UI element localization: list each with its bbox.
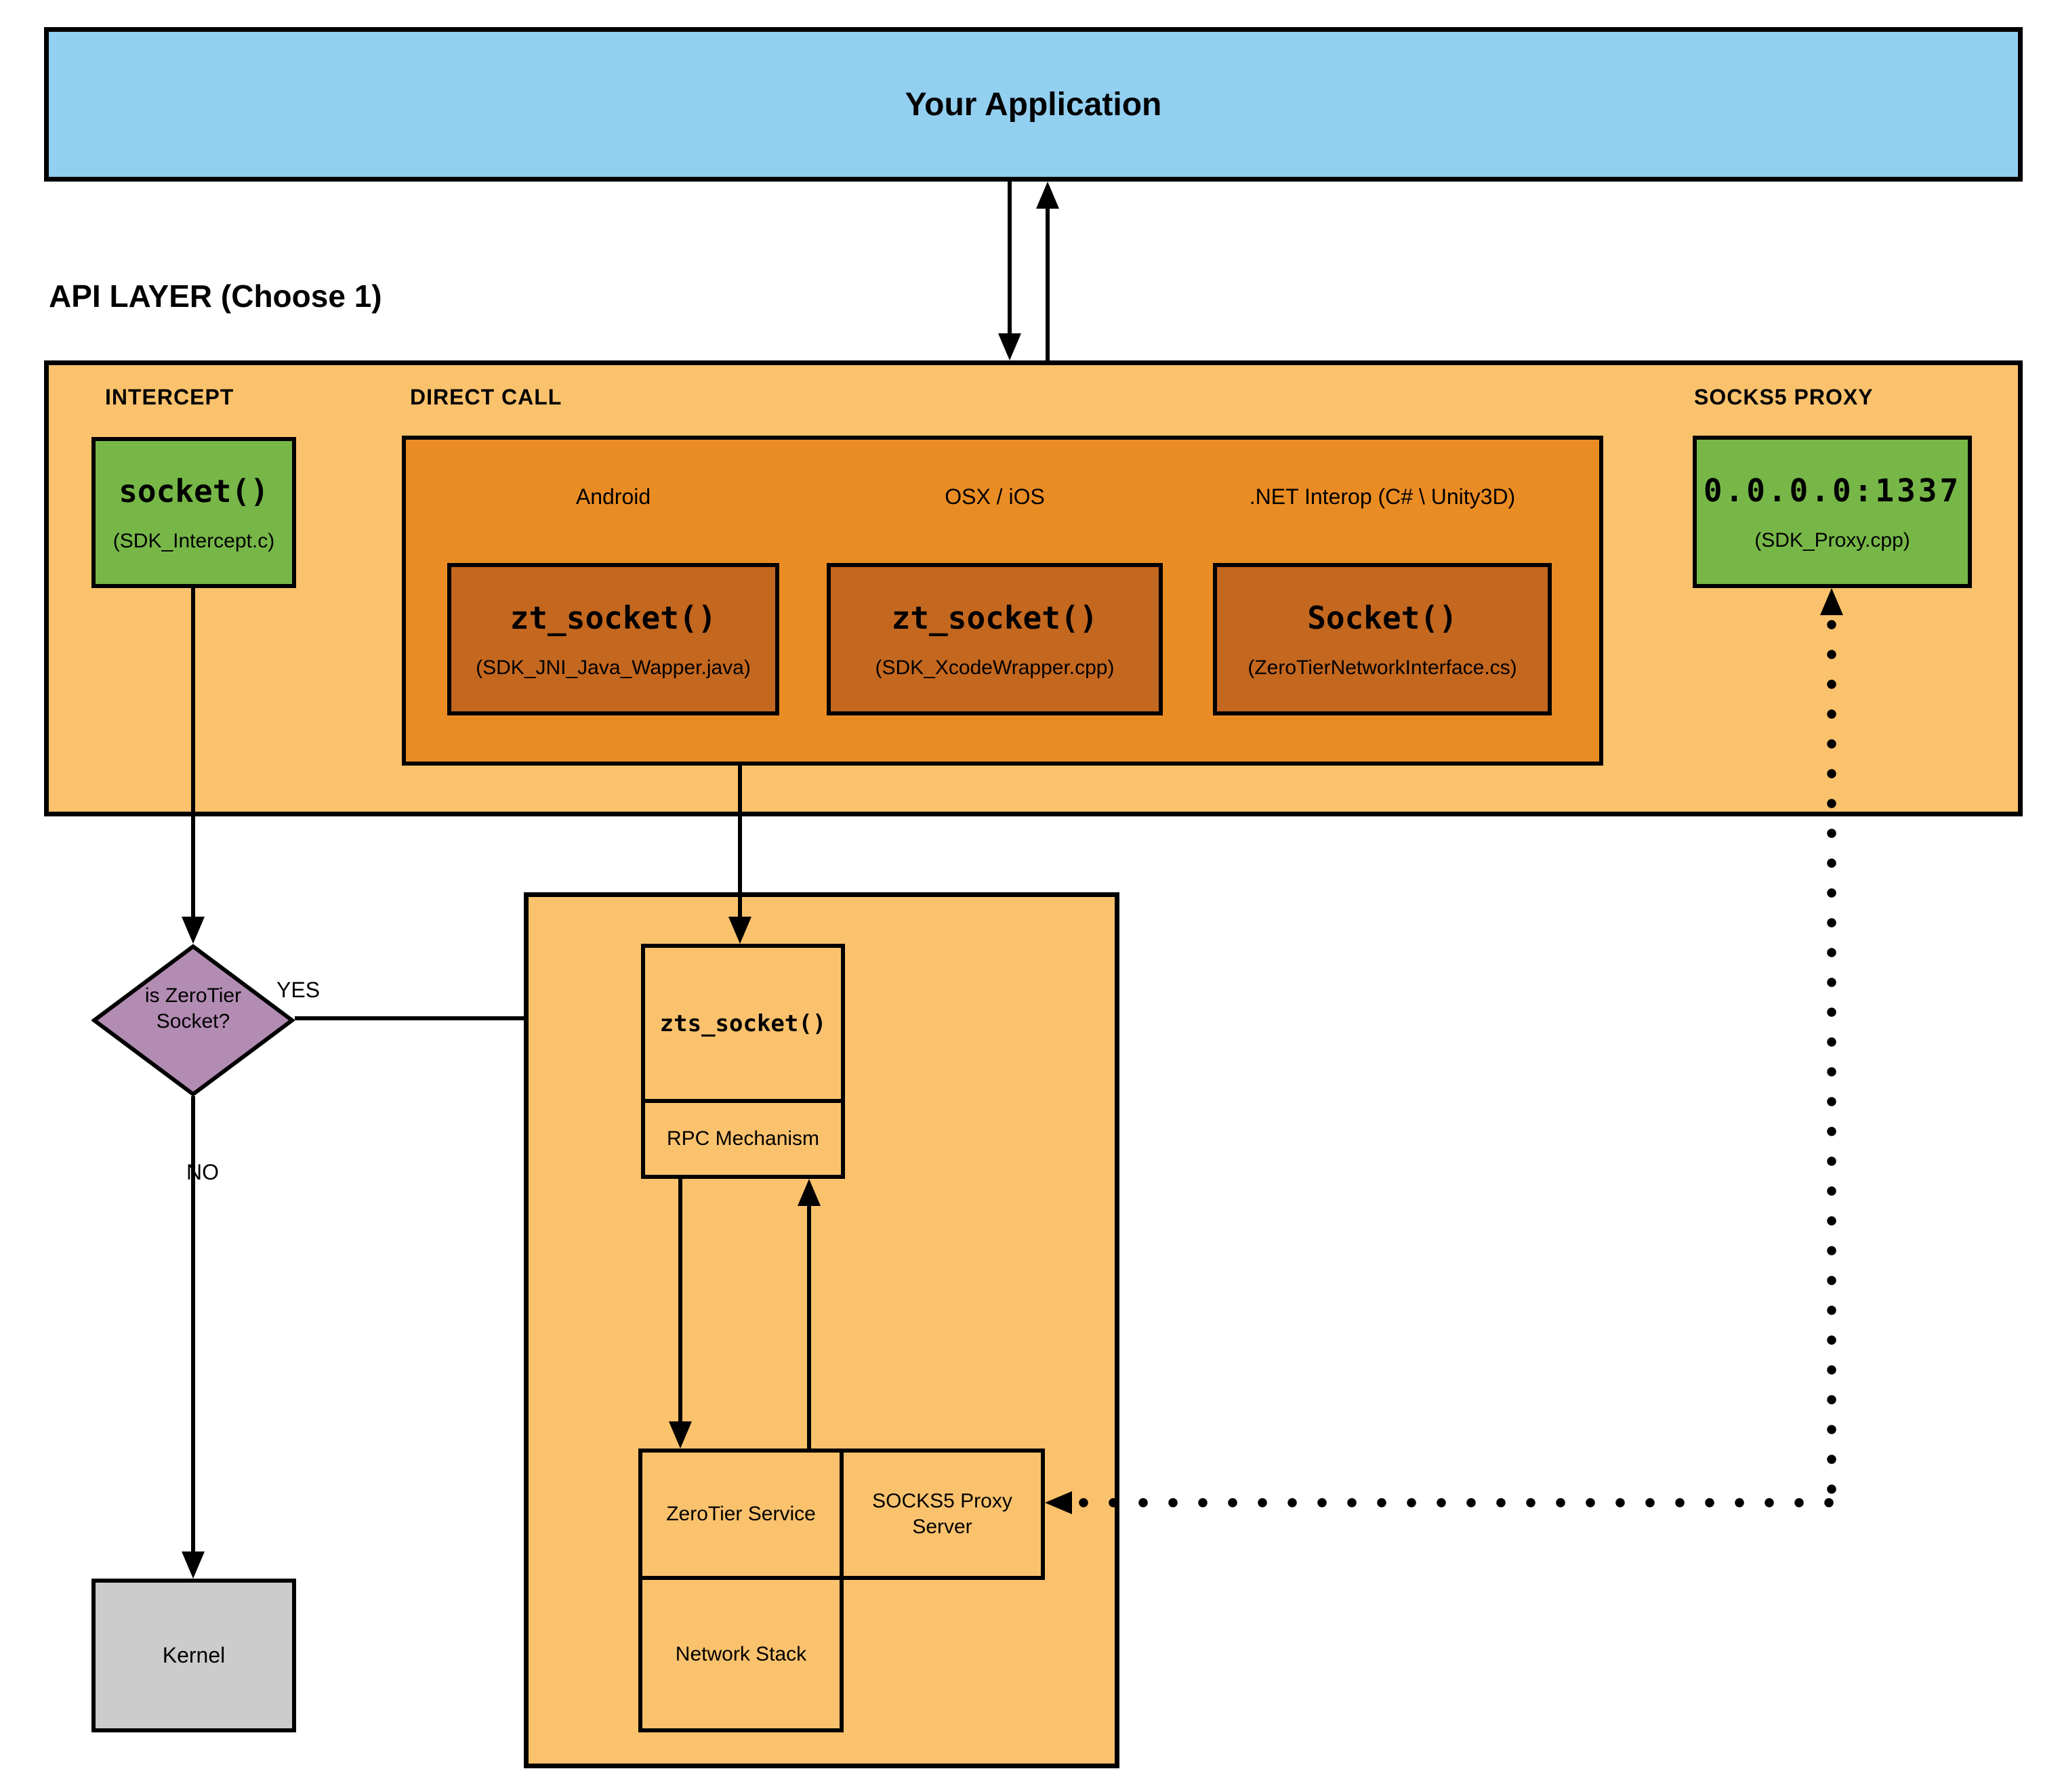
zerotier-service-box: ZeroTier Service — [638, 1449, 844, 1580]
zts-socket-title: zts_socket() — [659, 1009, 827, 1037]
platform-label-android: Android — [575, 484, 651, 509]
yes-line — [295, 1016, 614, 1020]
rpc-to-service-arrowhead — [669, 1421, 692, 1449]
zerotier-service-label: ZeroTier Service — [666, 1503, 816, 1525]
dotnet-socket-box: Socket() (ZeroTierNetworkInterface.cs) — [1213, 563, 1552, 715]
android-zt-socket-subtitle: (SDK_JNI_Java_Wapper.java) — [476, 656, 751, 679]
rpc-to-service-line — [678, 1179, 682, 1421]
intercept-section-label: INTERCEPT — [105, 385, 234, 409]
your-application-label: Your Application — [905, 86, 1162, 123]
socks5-proxy-address-box: 0.0.0.0:1337 (SDK_Proxy.cpp) — [1693, 436, 1972, 588]
service-to-rpc-line — [807, 1206, 811, 1449]
kernel-label: Kernel — [162, 1643, 226, 1667]
osx-zt-socket-box: zt_socket() (SDK_XcodeWrapper.cpp) — [827, 563, 1163, 715]
api-layer-heading: API LAYER (Choose 1) — [49, 278, 382, 314]
directcall-to-zts-line — [738, 766, 742, 917]
app-to-api-arrowhead — [998, 333, 1021, 360]
platform-label-osx-ios: OSX / iOS — [945, 484, 1045, 509]
service-to-rpc-arrowhead — [798, 1179, 821, 1206]
api-to-app-arrowhead — [1036, 182, 1059, 209]
zts-socket-box: zts_socket() — [641, 944, 845, 1103]
is-zerotier-socket-diamond: is ZeroTier Socket? — [90, 944, 296, 1097]
socks5-proxy-server-box: SOCKS5 Proxy Server — [840, 1449, 1045, 1580]
dotted-arrowhead-up — [1820, 588, 1843, 615]
socket-to-diamond-arrowhead — [182, 917, 205, 944]
socks5-proxy-server-label: SOCKS5 Proxy Server — [872, 1490, 1012, 1538]
your-application-box: Your Application — [44, 27, 2023, 182]
rpc-mechanism-label: RPC Mechanism — [666, 1127, 820, 1150]
api-to-app-line — [1046, 209, 1050, 360]
osx-zt-socket-subtitle: (SDK_XcodeWrapper.cpp) — [875, 656, 1115, 679]
intercept-socket-box: socket() (SDK_Intercept.c) — [91, 437, 296, 588]
osx-zt-socket-title: zt_socket() — [891, 599, 1098, 636]
service-container-box — [524, 892, 1119, 1768]
dotnet-socket-subtitle: (ZeroTierNetworkInterface.cs) — [1247, 656, 1517, 679]
no-arrowhead — [182, 1551, 205, 1579]
socks5-proxy-address: 0.0.0.0:1337 — [1703, 472, 1962, 509]
no-line — [191, 1096, 195, 1551]
network-stack-label: Network Stack — [675, 1642, 807, 1665]
rpc-mechanism-box: RPC Mechanism — [641, 1099, 845, 1179]
socks5-proxy-section-label: SOCKS5 PROXY — [1694, 385, 1874, 409]
app-to-api-line — [1008, 182, 1012, 333]
intercept-socket-subtitle: (SDK_Intercept.c) — [112, 529, 275, 552]
directcall-to-zts-arrowhead — [728, 917, 751, 944]
network-stack-box: Network Stack — [638, 1576, 844, 1732]
android-zt-socket-title: zt_socket() — [510, 599, 717, 636]
intercept-socket-title: socket() — [119, 472, 269, 509]
dotted-arrowhead-left — [1045, 1491, 1072, 1514]
dotnet-socket-title: Socket() — [1307, 599, 1458, 636]
yes-label: YES — [276, 978, 321, 1002]
socket-to-diamond-line — [191, 588, 195, 917]
direct-call-section-label: DIRECT CALL — [410, 385, 562, 409]
platform-label-dotnet: .NET Interop (C# \ Unity3D) — [1249, 484, 1516, 509]
is-zerotier-socket-question: is ZeroTier Socket? — [144, 984, 242, 1033]
dotted-line-vertical — [1827, 620, 1836, 1498]
kernel-box: Kernel — [91, 1579, 296, 1732]
android-zt-socket-box: zt_socket() (SDK_JNI_Java_Wapper.java) — [447, 563, 779, 715]
dotted-line-horizontal — [1079, 1498, 1838, 1507]
socks5-proxy-subtitle: (SDK_Proxy.cpp) — [1754, 528, 1910, 551]
